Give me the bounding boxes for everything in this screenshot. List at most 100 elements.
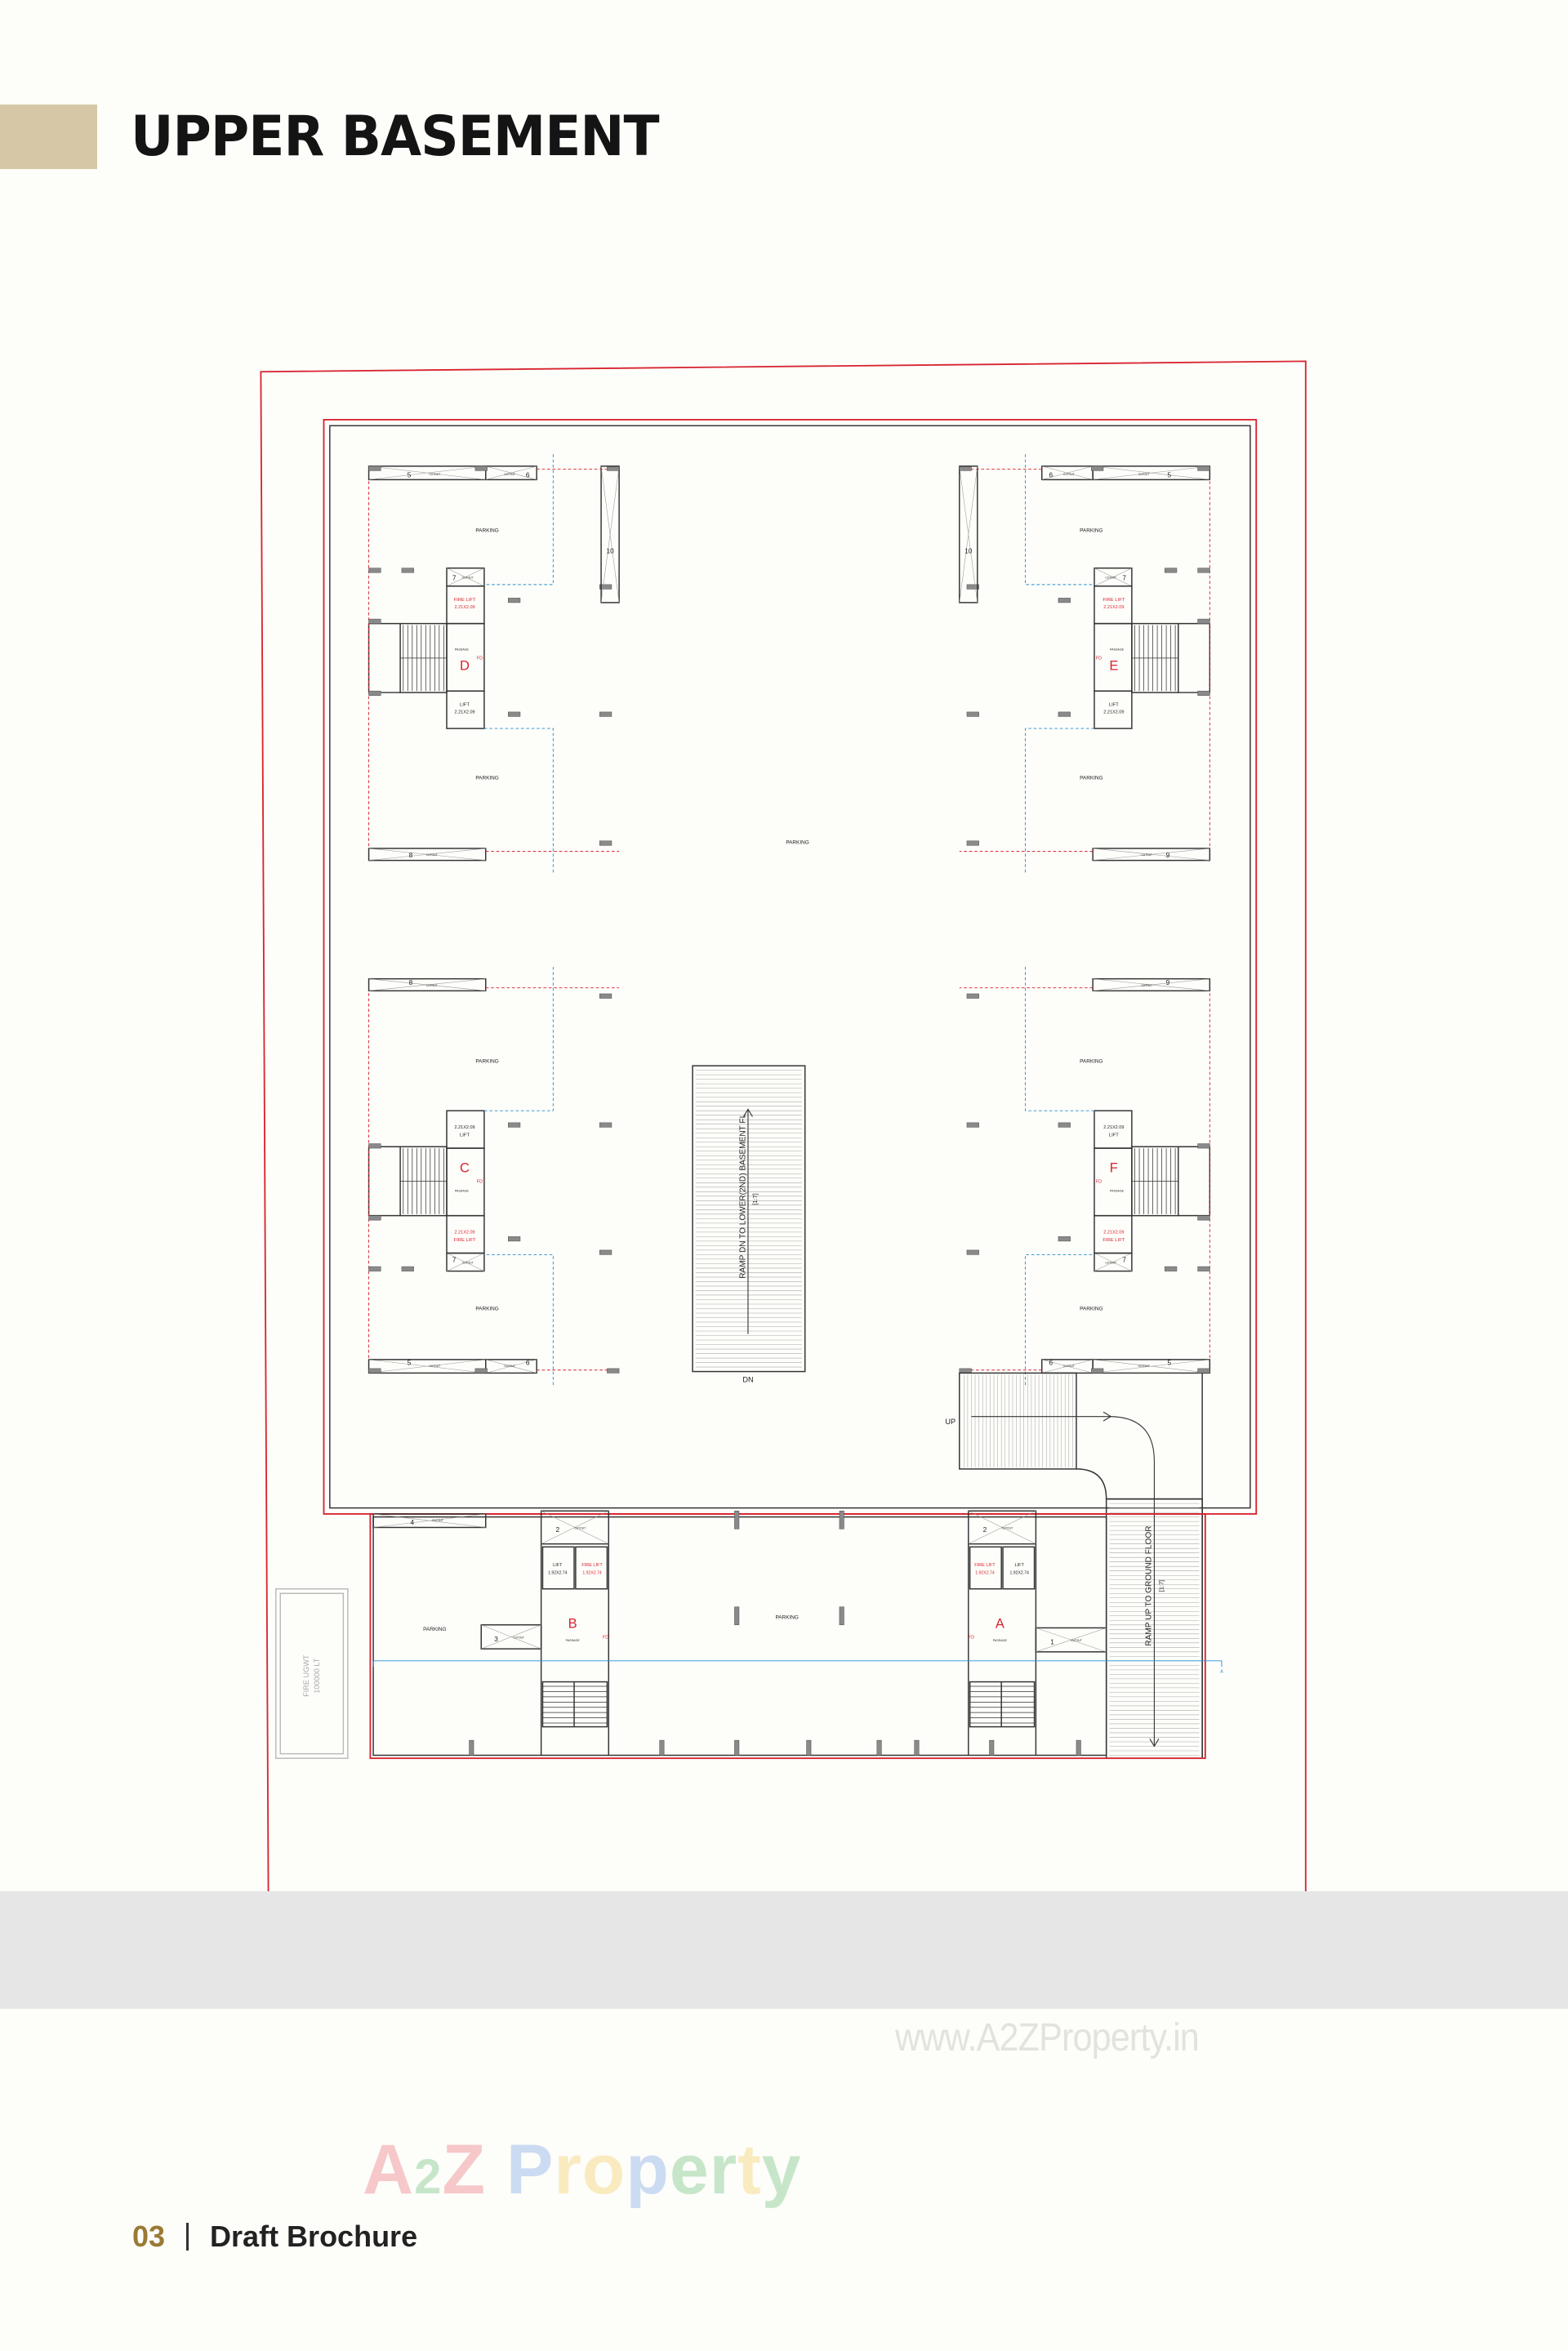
parking-label: PARKING [1080,528,1102,534]
fire-door-label: FD [969,1635,974,1640]
cutout-number: 7 [452,574,457,581]
basement-boundary [323,419,1258,1515]
cutout-number: 9 [1166,852,1170,859]
column [368,1143,381,1149]
ramp-curve [1076,1468,1107,1499]
cutout [968,1510,1037,1545]
column [989,1739,995,1756]
column [607,465,620,471]
column [1197,1215,1210,1221]
ramp-up-entry [959,1372,1077,1470]
fire-door-label: FD [477,1179,483,1184]
parking-label: PARKING [1080,776,1102,781]
cutout [368,848,487,862]
column [1197,1143,1210,1149]
lift-label: LIFT [460,1133,470,1138]
cutout-cross [368,465,486,480]
core-letter: A [996,1615,1004,1631]
column [734,1511,740,1529]
parking-label: PARKING [1080,1306,1102,1311]
footer-label: Draft Brochure [210,2220,418,2253]
column [368,618,381,624]
section-line [1025,966,1094,1111]
footer-divider [186,2223,189,2251]
cutout [1035,1627,1107,1653]
column [368,1266,381,1271]
column [839,1511,844,1529]
column [507,711,521,717]
cutout-label: CUTOUT [1063,473,1075,476]
cutout-cross [1093,978,1210,991]
core-letter: E [1109,658,1118,674]
fire-lift-label: FIRE LIFT [1102,598,1125,603]
cutout-label: CUTOUT [504,1365,515,1368]
fire-door-label: FD [1096,1179,1102,1184]
core-letter: D [460,658,470,674]
column [599,1249,612,1255]
ramp-down-label: RAMP DN TO LOWER(2ND) BASEMENT FL [738,1113,747,1278]
cutout-number: 8 [409,852,413,859]
lift [446,690,485,729]
cutout-cross [1041,1359,1094,1374]
column [1058,1236,1071,1242]
cutout-number: 1 [1050,1639,1054,1646]
cutout-cross [368,1359,486,1374]
passage-label: PASSAGE [455,648,470,652]
cutout [368,977,487,992]
title-accent-block [0,105,97,169]
footer: 03 Draft Brochure [132,2220,417,2254]
column [368,1215,381,1221]
ramp-up-ground-label: RAMP UP TO GROUND FLOOR [1145,1526,1154,1646]
column [966,1249,979,1255]
cutout-label: CUTOUT [462,1261,474,1264]
cutout-number: 3 [494,1636,498,1643]
cutout-cross [485,1359,537,1374]
cutout-cross [1094,568,1132,586]
cutout-label: CUTOUT [1138,1365,1150,1368]
fire-tank-name: FIRE UGWT [302,1654,310,1697]
cutout-cross [446,1253,485,1271]
cutout-number: 4 [410,1519,414,1526]
lift-label: LIFT [1015,1563,1025,1568]
lift-size: 2.21X2.09 [1103,1125,1124,1130]
column [1197,1368,1210,1374]
column [1197,690,1210,696]
cutout-cross [541,1511,609,1544]
column [734,1739,740,1756]
column [507,598,521,603]
cutout-cross [446,568,485,586]
column [507,1236,521,1242]
core-letter: C [460,1160,470,1175]
tall-cutout [959,465,978,603]
column [368,465,381,471]
column [599,1122,612,1128]
ramp-up-slope: [1:7] [1157,1580,1165,1592]
fire-tank-inner [279,1592,345,1755]
parking-label: PARKING [475,1306,498,1311]
fire-lift-label: FIRE LIFT [454,598,476,603]
cutout-cross [1094,1253,1132,1271]
lift-size: 1.92X2.74 [548,1570,568,1575]
passage-label: PASSAGE [1110,648,1125,652]
column [599,993,612,999]
column [1091,465,1104,471]
cutout-number: 5 [1167,472,1171,479]
cutout-cross [1093,1359,1210,1374]
ramp-arrow [971,1416,1155,1747]
column [599,711,612,717]
lift-size: 1.92X2.74 [582,1570,602,1575]
column [1197,1266,1210,1271]
cutout-number: 2 [983,1526,987,1534]
parking-label: PARKING [1080,1058,1102,1064]
parking-label: PARKING [423,1627,446,1632]
passage-label: PASSAGE [566,1639,581,1642]
parking-label: PARKING [475,1058,498,1064]
cutout-label: CUTOUT [1071,1639,1082,1642]
cutout-number: 7 [452,1257,457,1264]
cutout [372,1513,487,1529]
grey-band [0,1891,1568,2009]
watermark-url: www.A2ZProperty.in [895,2016,1200,2059]
column [1164,1266,1178,1271]
column [806,1739,812,1756]
tall-cutout [600,465,620,603]
